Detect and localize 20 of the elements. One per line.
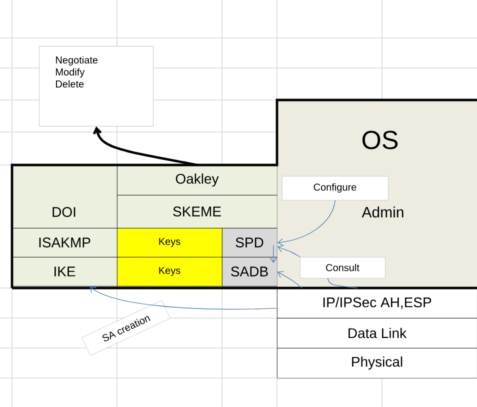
layer-cell: IP/IPSec AH,ESP [277,288,477,318]
arrow [277,244,300,258]
arrow [277,200,336,246]
callout-box: Configure [282,176,388,200]
table-cell: Keys [117,257,222,286]
table-cell: IKE [12,257,118,286]
arrow [270,245,278,263]
arrow [92,126,198,166]
table-cell: Keys [117,228,222,258]
callout-box: Consult [300,257,386,278]
table-cell: SKEME [117,195,278,228]
table-cell: SPD [222,228,278,258]
table-cell: ISAKMP [12,228,118,258]
arrow [277,271,302,288]
table-cell: Oakley [117,165,278,196]
note-box: Negotiate Modify Delete [39,46,154,126]
arrow [90,286,278,310]
layer-cell: Physical [277,348,477,378]
layer-cell: Data Link [277,318,477,348]
table-cell: SADB [222,257,278,286]
